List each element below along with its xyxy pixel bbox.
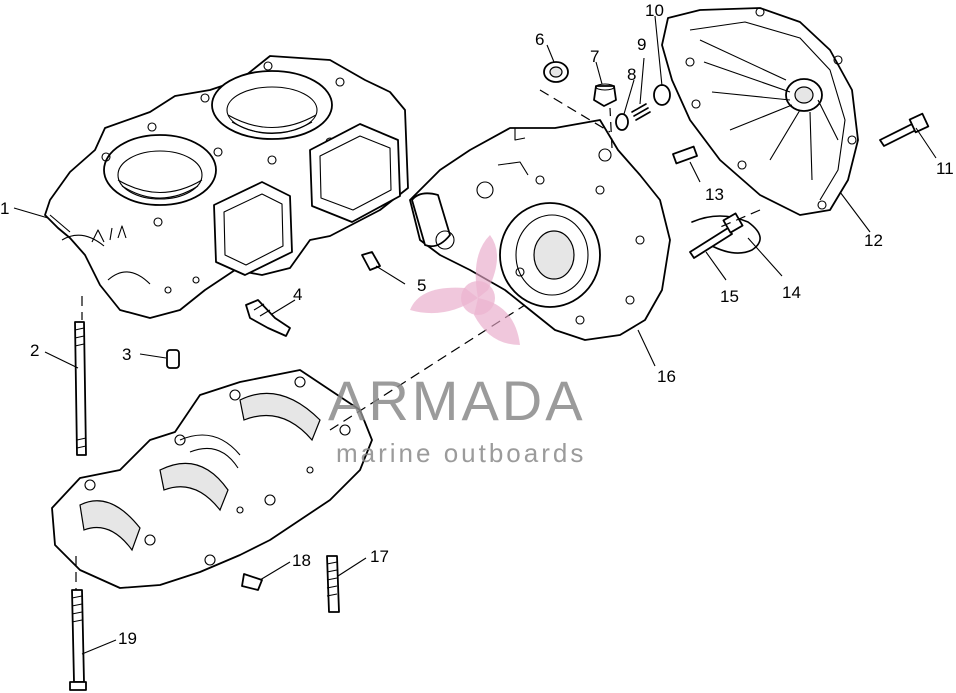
armada-watermark: ARMADA marine outboards	[328, 235, 586, 468]
fitting-5	[361, 251, 381, 271]
fitting-4	[245, 299, 291, 337]
stator-housing	[409, 119, 671, 341]
callout-19: 19	[118, 629, 137, 648]
callout-1: 1	[0, 199, 9, 218]
upper-crankcase	[44, 55, 409, 319]
stud-2	[74, 321, 87, 456]
seal-6	[543, 61, 569, 83]
callout-2: 2	[30, 341, 39, 360]
screw-18	[241, 573, 263, 591]
bolt-19	[69, 589, 87, 691]
leader-lines	[13, 15, 937, 655]
callout-15: 15	[720, 287, 739, 306]
callout-18: 18	[292, 551, 311, 570]
callout-14: 14	[782, 283, 801, 302]
callout-7: 7	[590, 47, 599, 66]
o-ring-10	[653, 84, 671, 106]
callout-6: 6	[535, 30, 544, 49]
washer-8	[615, 113, 629, 131]
plug-7	[593, 83, 617, 107]
watermark-tagline: marine outboards	[336, 438, 586, 468]
pin-13	[672, 145, 698, 165]
stud-17	[326, 555, 340, 613]
callout-10: 10	[645, 1, 664, 20]
callout-11: 11	[936, 159, 954, 178]
dowel-pin-3	[166, 349, 180, 369]
spring-9	[631, 103, 651, 121]
callout-8: 8	[627, 65, 636, 84]
lower-crankcase	[51, 369, 373, 589]
propeller-logo-icon	[410, 235, 520, 345]
callout-labels: 1 2 3 4 5 6 7 8 9 10 11 12 13 14 15 16 1…	[0, 1, 954, 648]
bolt-11	[879, 112, 930, 147]
callout-3: 3	[122, 345, 131, 364]
callout-13: 13	[705, 185, 724, 204]
callout-16: 16	[657, 367, 676, 386]
wire-14	[691, 215, 761, 254]
callout-4: 4	[293, 285, 302, 304]
watermark-brand: ARMADA	[328, 369, 586, 432]
magneto-cover	[661, 7, 859, 216]
callout-12: 12	[864, 231, 883, 250]
callout-5: 5	[417, 276, 426, 295]
callout-9: 9	[637, 35, 646, 54]
callout-17: 17	[370, 547, 389, 566]
